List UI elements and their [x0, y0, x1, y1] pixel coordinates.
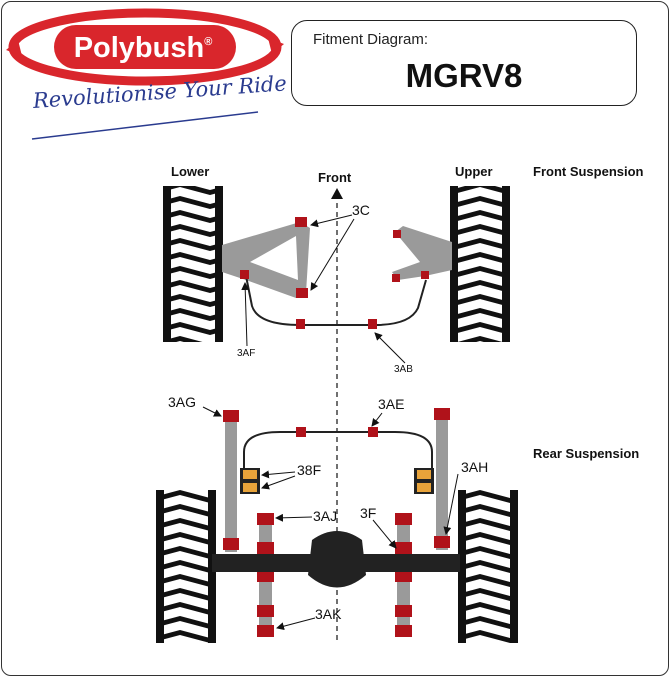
front-anti-roll-bar: [245, 275, 427, 326]
bush-38f-left-bottom: [243, 483, 257, 492]
logo-swoosh-arrow: [268, 38, 284, 54]
bush-3ab-left: [296, 319, 305, 329]
part-label-3ab: 3AB: [394, 364, 413, 375]
bush-3c-lower: [296, 288, 308, 298]
bush-3ak-right-bottom: [395, 625, 412, 637]
leader-3ag: [202, 406, 222, 417]
rear-arb-mounts: [240, 468, 434, 494]
leader-3ab: [374, 332, 406, 364]
part-label-3ag: 3AG: [168, 394, 197, 410]
front-suspension-heading: Front Suspension: [533, 164, 644, 179]
rear-left-wheel: [156, 490, 216, 643]
front-bushes: [240, 217, 429, 329]
bush-3ab-right: [368, 319, 377, 329]
bush-3ak-right-top: [395, 605, 412, 617]
leader-3aj: [275, 513, 313, 522]
bush-3ak-top: [257, 605, 274, 617]
bush-3aj: [257, 513, 274, 525]
fitment-label: Fitment Diagram:: [313, 31, 429, 48]
front-lower-wishbone: [222, 222, 310, 298]
front-right-wheel: [450, 186, 510, 342]
bush-upper-arb: [421, 271, 429, 279]
part-label-3ak: 3AK: [315, 606, 342, 622]
rear-bushes: [223, 408, 450, 637]
bush-3aj-lower: [257, 542, 274, 554]
fitment-title-box: Fitment Diagram: MGRV8: [291, 20, 637, 106]
tagline-underline: [31, 111, 259, 140]
part-label-38f: 38F: [297, 462, 322, 478]
front-left-wheel: [163, 186, 223, 342]
rear-differential: [308, 531, 366, 588]
bush-3ag-lower: [223, 538, 239, 550]
rear-suspension-heading: Rear Suspension: [533, 446, 640, 461]
part-label-3f: 3F: [360, 505, 377, 521]
bush-3f-top: [395, 513, 412, 525]
bush-3ah: [434, 536, 450, 548]
logo-wordmark: Polybush®: [74, 32, 213, 64]
part-label-3ae: 3AE: [378, 396, 405, 412]
upper-label: Upper: [455, 164, 493, 179]
bush-38f-left-top: [243, 470, 257, 479]
part-label-3ah: 3AH: [461, 459, 489, 475]
bush-axle-left: [257, 572, 274, 582]
bush-3af: [240, 270, 249, 279]
leader-3af: [241, 282, 250, 347]
bush-upper-rear: [392, 274, 400, 282]
leader-3ah: [443, 473, 459, 535]
leader-3ak: [276, 617, 316, 631]
leader-3c-upper: [310, 214, 353, 228]
leader-38f-a: [261, 470, 296, 479]
bush-3ae-right: [368, 427, 378, 437]
bush-3ag: [223, 410, 239, 422]
logo-pill: [54, 25, 236, 69]
bush-3c-upper: [295, 217, 307, 227]
part-label-3aj: 3AJ: [313, 508, 338, 524]
leader-3c-lower: [310, 218, 355, 291]
front-upper-wishbone: [392, 226, 452, 280]
bush-38f-right-bottom: [417, 483, 431, 492]
lower-label: Lower: [171, 164, 210, 179]
rear-right-wheel: [458, 490, 518, 643]
rear-right-link: [436, 410, 448, 550]
bush-3ah-top: [434, 408, 450, 420]
logo-swoosh-arrow: [6, 40, 22, 56]
part-label-3af: 3AF: [237, 348, 256, 359]
bush-38f-right-top: [417, 470, 431, 479]
part-label-3c: 3C: [352, 202, 370, 218]
bush-upper-front: [393, 230, 401, 238]
polybush-logo: Polybush®: [6, 8, 284, 86]
bush-axle-right: [395, 572, 412, 582]
front-direction-arrow: [331, 188, 343, 199]
bush-3f: [395, 542, 412, 554]
leader-3f: [372, 519, 397, 549]
rear-anti-roll-bar: [243, 431, 433, 476]
rear-left-link: [225, 412, 237, 552]
bush-3ak-bottom: [257, 625, 274, 637]
leader-3ae: [371, 412, 383, 427]
model-name: MGRV8: [405, 57, 523, 94]
front-label: Front: [318, 170, 352, 185]
bush-3ae-left: [296, 427, 306, 437]
leader-38f-b: [261, 475, 296, 490]
